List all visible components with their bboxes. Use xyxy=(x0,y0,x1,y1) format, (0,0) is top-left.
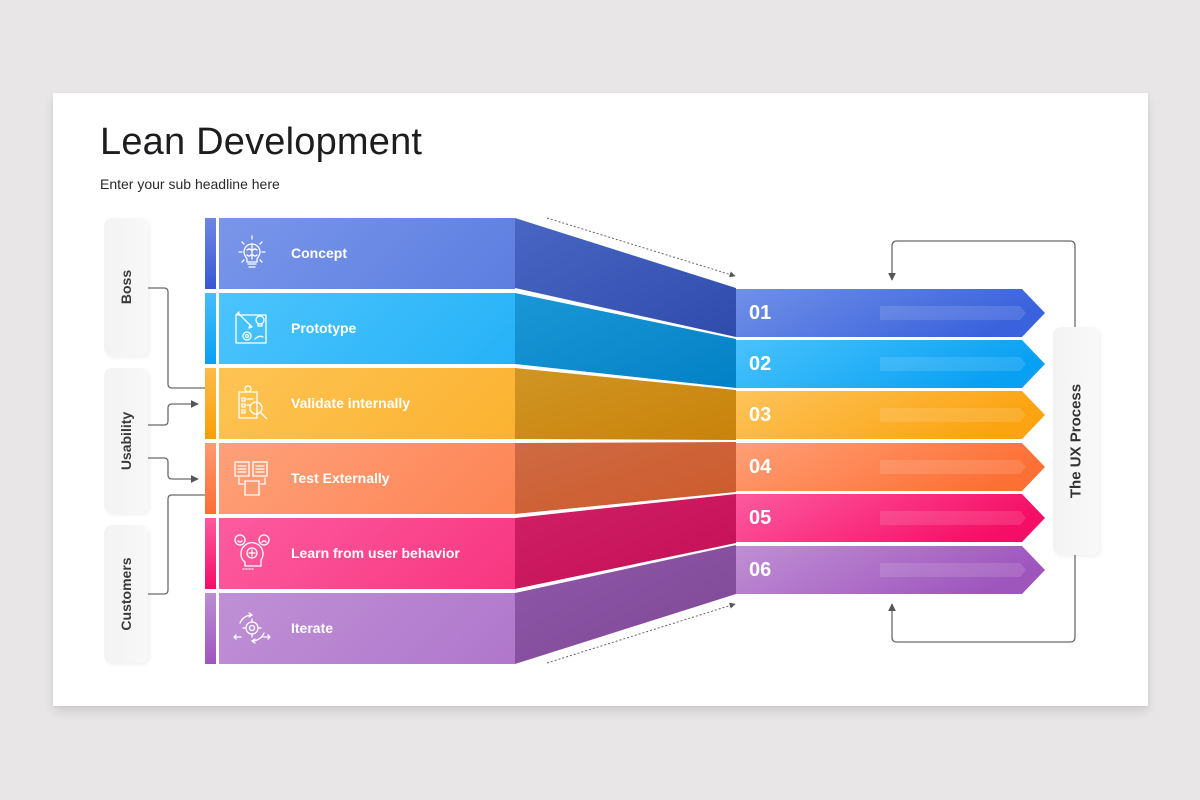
step-number: 06 xyxy=(749,559,772,581)
step-face xyxy=(219,293,515,364)
documents-exchange-icon xyxy=(234,461,268,496)
step-row-test-externally[interactable]: Test Externally xyxy=(205,443,515,514)
brain-lightbulb-icon xyxy=(238,235,266,268)
step-label: Test Externally xyxy=(291,470,390,486)
step-number: 01 xyxy=(749,302,772,324)
step-face xyxy=(219,518,515,589)
blueprint-pencil-icon xyxy=(235,311,267,344)
checklist-magnifier-icon xyxy=(238,385,268,420)
ux-process-label: The UX Process xyxy=(1067,383,1085,499)
gear-cycle-icon xyxy=(233,612,271,644)
process-arrow-01: 01 xyxy=(736,289,1046,337)
numbered-arrows xyxy=(736,289,1045,594)
step-accent-strip xyxy=(205,443,216,514)
step-number: 02 xyxy=(749,353,772,375)
step-number: 04 xyxy=(749,456,772,478)
step-face xyxy=(219,593,515,664)
step-face xyxy=(219,368,515,439)
step-row-validate-internally[interactable]: Validate internally xyxy=(205,368,515,439)
step-face xyxy=(219,443,515,514)
step-accent-strip xyxy=(205,293,216,364)
side-face-04 xyxy=(515,442,736,514)
side-face-02 xyxy=(515,293,736,388)
step-accent-strip xyxy=(205,518,216,589)
process-arrow-05: 05 xyxy=(736,494,1046,542)
side-face-03 xyxy=(515,368,736,440)
process-arrow-04: 04 xyxy=(736,443,1046,491)
page-subtitle: Enter your sub headline here xyxy=(100,176,280,192)
page-title: Lean Development xyxy=(100,121,423,163)
step-label: Prototype xyxy=(291,320,357,336)
step-label: Concept xyxy=(291,245,347,261)
step-row-prototype[interactable]: Prototype xyxy=(205,293,515,364)
side-face-06 xyxy=(515,545,736,664)
user-mind-emotions-icon xyxy=(234,534,270,570)
process-arrow-03: 03 xyxy=(736,391,1046,439)
ux-process-label-box: The UX Process xyxy=(1053,327,1099,555)
step-accent-strip xyxy=(205,368,216,439)
step-label: Iterate xyxy=(291,620,334,636)
step-face xyxy=(219,218,515,289)
side-label-usability: Usability xyxy=(104,368,148,513)
side-label-customers: Customers xyxy=(104,525,148,663)
step-accent-strip xyxy=(205,593,216,664)
side-face-01 xyxy=(515,218,736,337)
process-arrow-02: 02 xyxy=(736,340,1046,388)
step-row-iterate[interactable]: Iterate xyxy=(205,593,515,664)
side-face-05 xyxy=(515,494,736,589)
process-arrow-06: 06 xyxy=(736,546,1046,594)
step-accent-strip xyxy=(205,218,216,289)
step-number: 05 xyxy=(749,507,772,529)
step-label: Validate internally xyxy=(291,395,411,411)
step-row-concept[interactable]: Concept xyxy=(205,218,515,289)
step-number: 03 xyxy=(749,404,772,426)
side-label-boss: Boss xyxy=(104,218,148,356)
step-label: Learn from user behavior xyxy=(291,545,460,561)
step-row-learn-from-user-behavior[interactable]: Learn from user behavior xyxy=(205,518,515,589)
